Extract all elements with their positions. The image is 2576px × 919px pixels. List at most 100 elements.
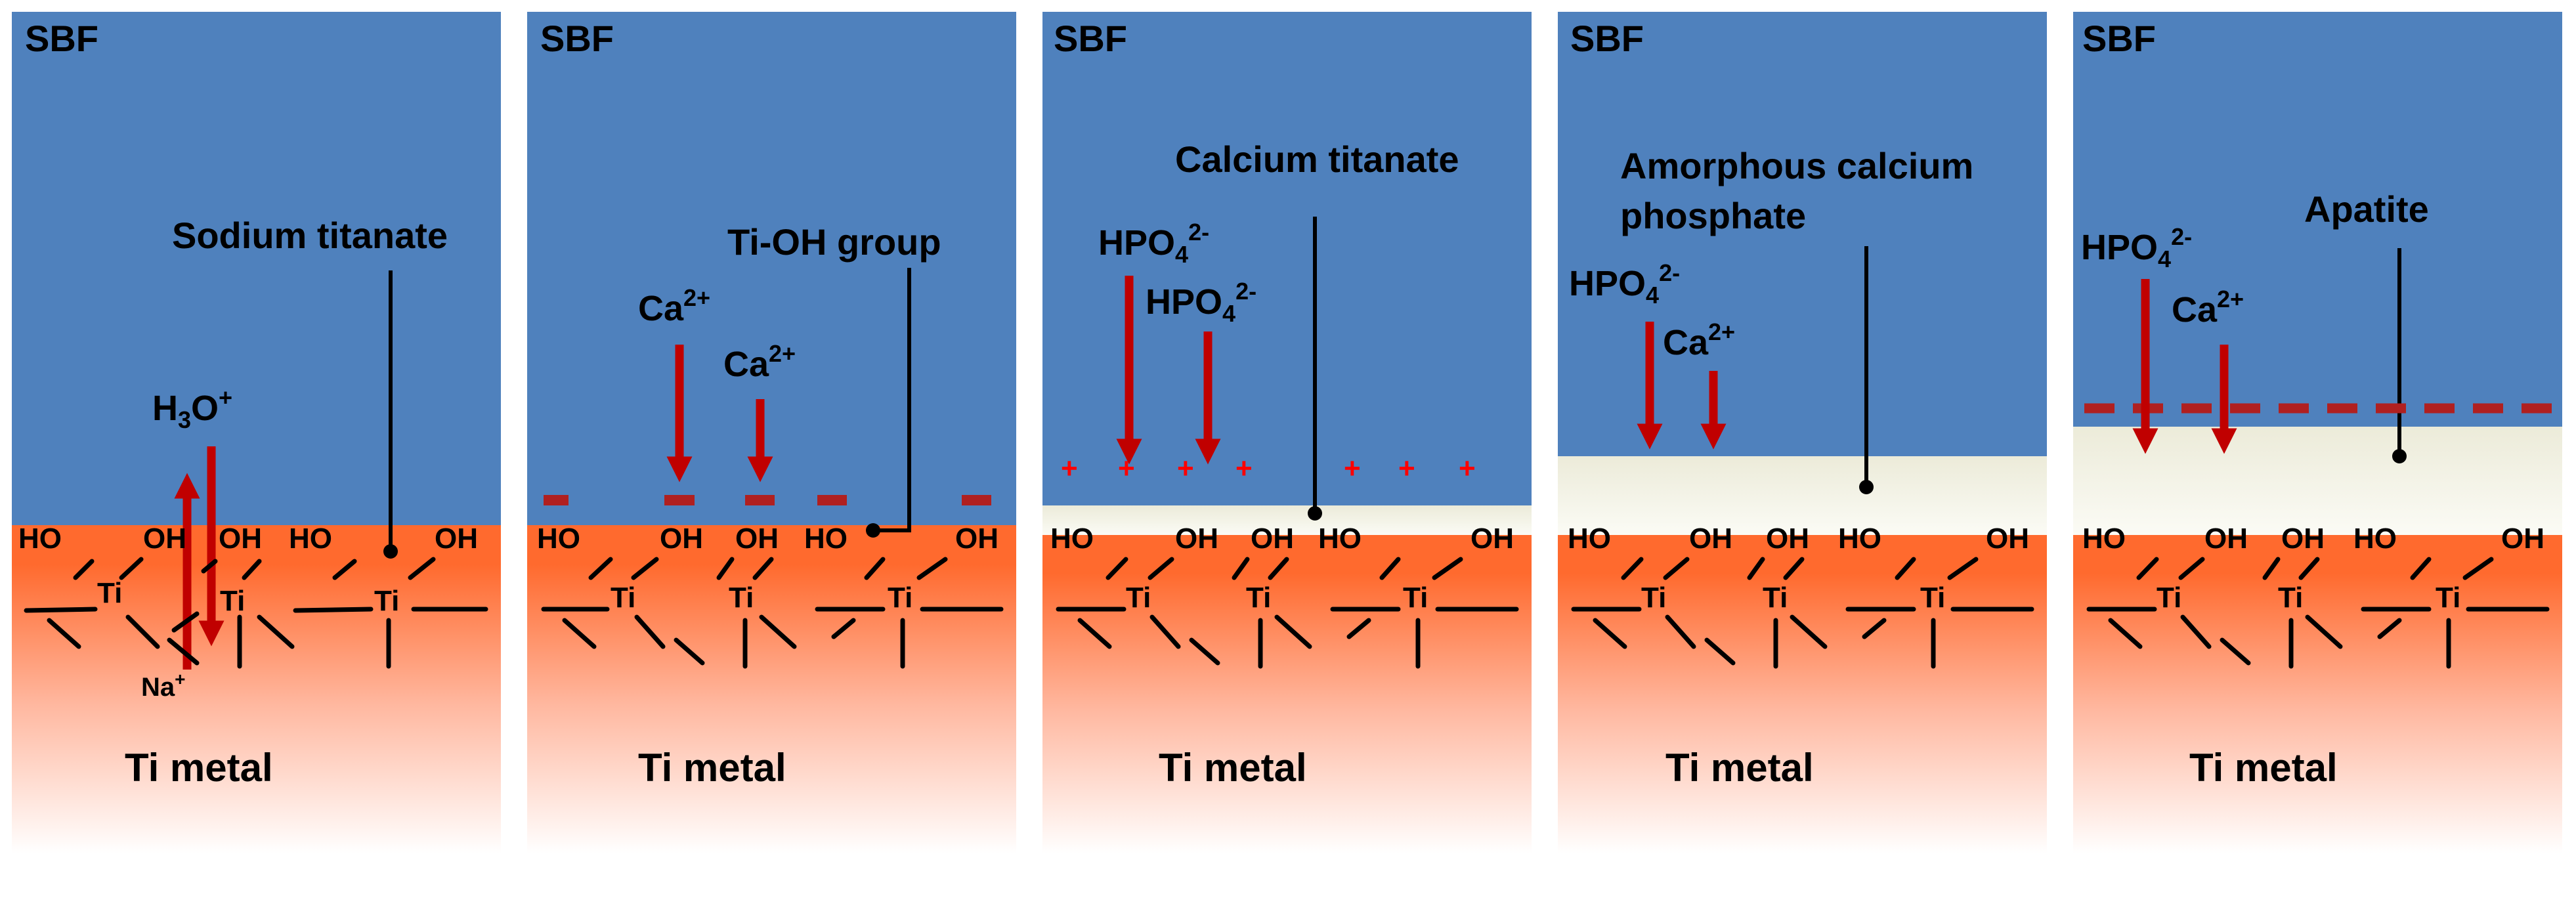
ho-group: HO [18,523,62,555]
surface-groups: HO OH OH HO OH Ti Ti Ti [18,523,478,617]
hydrogen-phosphate-ion-label: HPO42- [1146,278,1256,327]
ti-atom: Ti [1763,582,1788,614]
ti-atom: Ti [888,582,912,614]
ti-oh-group-label: Ti-OH group [727,221,941,263]
sbf-label: SBF [25,18,98,59]
oh-group: OH [143,523,186,555]
ti-atom: Ti [1126,582,1151,614]
calcium-ion-label: Ca2+ [638,284,710,328]
oh-group: OH [660,523,703,555]
positive-charge: + [1177,452,1194,484]
h3o-ion-label: H3O+ [152,384,232,433]
positive-charge: + [1459,452,1476,484]
ho-group: HO [289,523,332,555]
oh-group: OH [1766,523,1809,555]
sbf-region [1558,12,2047,456]
ti-lattice-bonds [2086,557,2550,669]
hydrogen-phosphate-ion-label: HPO42- [1569,259,1680,309]
ho-group: HO [1318,523,1362,555]
sbf-label: SBF [1570,18,1644,59]
oh-group: OH [1986,523,2029,555]
ti-metal-label: Ti metal [638,746,786,790]
amorphous-calcium-phosphate-layer [1558,456,2047,535]
oh-group: OH [1470,523,1514,555]
panel-2: SBF Ti metal Ti-OH group Ca2+ Ca2+ HO OH… [527,12,1016,853]
apatite-pointer-dot [2392,449,2407,463]
ti-atom: Ti [611,582,635,614]
sodium-titanate-label: Sodium titanate [172,215,448,256]
ti-atom: Ti [2436,582,2460,614]
ti-atom: Ti [374,585,399,617]
amorphous-calcium-phosphate-pointer-dot [1859,480,1874,494]
sbf-region [2073,12,2562,427]
ti-oh-group-pointer-dot [866,523,880,538]
ti-atom: Ti [97,577,122,609]
oh-group: OH [1689,523,1732,555]
surface-groups: HO OH OH HO OH Ti Ti Ti [1568,523,2029,614]
ti-metal-region [1042,535,1532,853]
ti-lattice-bonds [541,557,1004,669]
sbf-region [527,12,1016,525]
hydrogen-phosphate-ion-label: HPO42- [1098,219,1209,268]
calcium-titanate-layer [1042,505,1532,535]
ti-metal-label: Ti metal [1159,746,1307,790]
ti-metal-label: Ti metal [125,746,273,790]
ti-atom: Ti [729,582,754,614]
amorphous-calcium-phosphate-label: phosphate [1620,195,1806,236]
ti-metal-region [1558,535,2047,853]
surface-groups: HO OH OH HO OH Ti Ti Ti [2082,523,2544,614]
apatite-label: Apatite [2304,188,2429,230]
positive-charge: + [1118,452,1135,484]
panel-4: SBF Ti metal Amorphous calcium phosphate… [1558,12,2047,853]
ho-group: HO [537,523,580,555]
ti-atom: Ti [220,585,245,617]
oh-group: OH [2281,523,2325,555]
surface-groups: HO OH OH HO OH Ti Ti Ti [537,523,998,614]
calcium-ion-label: Ca2+ [723,340,796,384]
positive-charge: + [1344,452,1361,484]
ho-group: HO [1838,523,1881,555]
calcium-titanate-pointer-dot [1308,506,1322,521]
ti-atom: Ti [1403,582,1428,614]
oh-group: OH [735,523,779,555]
sbf-region [12,12,501,525]
oh-group: OH [2501,523,2544,555]
calcium-ion-label: Ca2+ [2172,286,2244,330]
positive-charges: + + + + + + + [1061,452,1476,484]
na-ion-label: Na+ [141,669,186,702]
calcium-titanate-label: Calcium titanate [1175,139,1459,180]
ti-atom: Ti [2278,582,2303,614]
ti-atom: Ti [2157,582,2181,614]
ti-lattice-bonds [1571,557,2034,669]
positive-charge: + [1061,452,1078,484]
oh-group: OH [435,523,478,555]
sbf-label: SBF [1054,18,1127,59]
panel-3: SBF Ti metal Calcium titanate HPO42- HPO… [1042,12,1532,853]
ti-metal-region [12,525,501,853]
oh-group: OH [2204,523,2248,555]
ti-atom: Ti [1920,582,1945,614]
panel-1: SBF Ti metal Sodium titanate H3O+ Na+ HO… [12,12,501,853]
ho-group: HO [2082,523,2126,555]
panel-5: SBF Ti metal Apatite HPO42- Ca2+ HO OH O… [2073,12,2562,853]
oh-group: OH [955,523,998,555]
positive-charge: + [1235,452,1253,484]
ti-atom: Ti [1246,582,1271,614]
ho-group: HO [2353,523,2397,555]
ti-metal-label: Ti metal [2189,746,2338,790]
ti-metal-region [527,525,1016,853]
oh-group: OH [1251,523,1294,555]
ti-metal-region [2073,535,2562,853]
sbf-region [1042,12,1532,505]
ti-oh-group-pointer [873,268,911,532]
ho-group: HO [1050,523,1094,555]
oh-group: OH [219,523,262,555]
ti-metal-label: Ti metal [1665,746,1814,790]
calcium-ion-label: Ca2+ [1663,318,1735,362]
sodium-titanate-pointer-dot [383,544,398,559]
oh-group: OH [1175,523,1218,555]
ho-group: HO [1568,523,1611,555]
apatite-layer [2073,427,2562,535]
ho-group: HO [804,523,848,555]
